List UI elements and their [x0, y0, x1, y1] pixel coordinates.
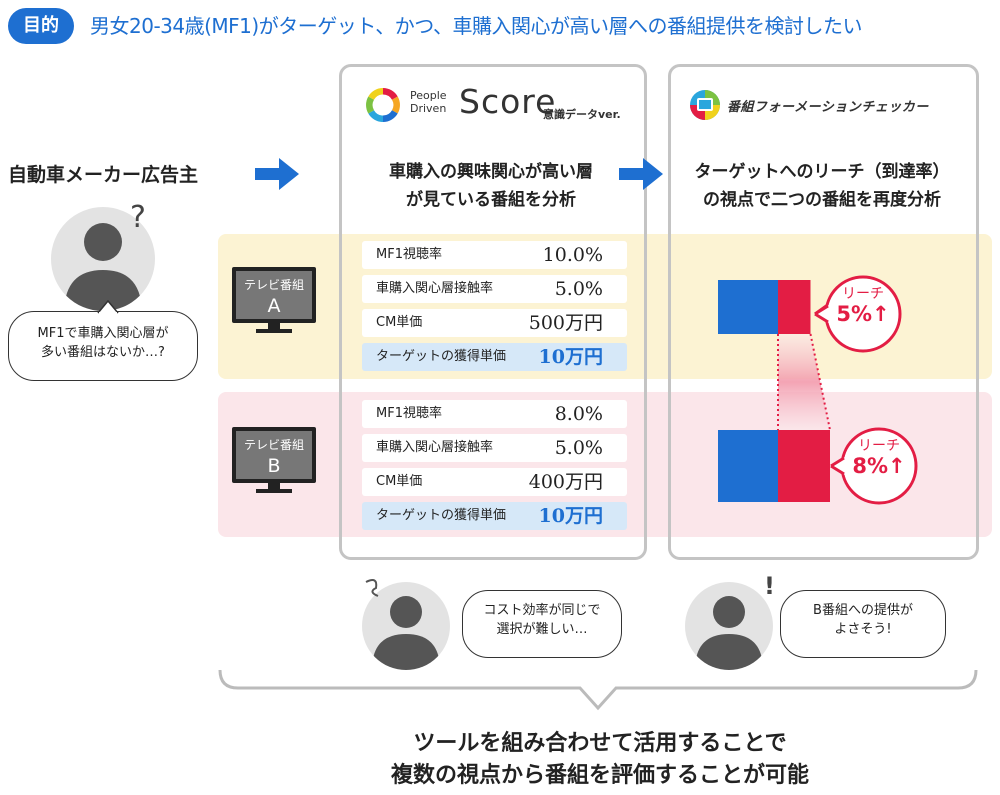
reach-b-label: リーチ: [858, 438, 900, 454]
summary-bracket: [218, 669, 978, 711]
reach-chart: [718, 280, 831, 502]
cost-bubble-line1: コスト効率が同じで: [483, 603, 601, 618]
metric-label: ターゲットの獲得単価: [376, 508, 507, 523]
metric-row: CM単価 500万円: [362, 309, 627, 337]
summary-text: ツールを組み合わせて活用することで 複数の視点から番組を評価することが可能: [250, 728, 950, 792]
reach-heading-line1: ターゲットへのリーチ（到達率）: [694, 162, 950, 182]
metric-label: MF1視聴率: [376, 247, 442, 262]
pds-heading-line1: 車購入の興味関心が高い層: [389, 162, 593, 182]
confused-person-icon: [362, 579, 450, 670]
target-cost-row: ターゲットの獲得単価 10万円: [362, 343, 627, 371]
cost-speech-bubble: コスト効率が同じで 選択が難しい…: [462, 590, 622, 658]
tv-b-letter: B: [267, 455, 281, 477]
metric-value: 10万円: [538, 346, 603, 368]
arrow-right-icon: [255, 158, 299, 190]
reach-a-value: 5%↑: [836, 302, 890, 326]
people-driven-text: People Driven: [410, 89, 447, 115]
recommend-bubble-line1: B番組への提供が: [813, 603, 913, 618]
reach-connector-line: [809, 333, 831, 431]
ishiki-data-version: 意識データver.: [543, 108, 621, 121]
pds-analysis-heading: 車購入の興味関心が高い層 が見ている番組を分析: [345, 158, 637, 214]
metric-value: 8.0%: [554, 403, 603, 425]
reach-bar-A: [778, 280, 811, 334]
pds-heading-line2: が見ている番組を分析: [406, 190, 576, 210]
formation-checker-name: 番組フォーメーションチェッカー: [727, 100, 929, 115]
advertiser-speech-bubble: MF1で車購入関心層が 多い番組はないか…?: [8, 311, 198, 381]
metric-value: 500万円: [528, 312, 603, 334]
metric-value: 5.0%: [554, 437, 603, 459]
cost-bubble-line2: 選択が難しい…: [496, 622, 588, 637]
metric-row: CM単価 400万円: [362, 468, 627, 496]
metric-value: 400万円: [528, 471, 603, 493]
reach-a-label: リーチ: [842, 286, 884, 302]
reach-analysis-heading: ターゲットへのリーチ（到達率） の視点で二つの番組を再度分析: [672, 158, 972, 214]
reach-base-bar-A: [718, 280, 778, 334]
formation-checker-panel: [668, 64, 979, 560]
metric-row: 車購入関心層接触率 5.0%: [362, 275, 627, 303]
advertiser-bubble-line2: 多い番組はないか…?: [41, 345, 165, 360]
tv-a-icon: [232, 267, 316, 333]
metric-row: MF1視聴率 10.0%: [362, 241, 627, 269]
advertiser-bubble-line1: MF1で車購入関心層が: [37, 326, 169, 341]
reach-b-bubble-shape: [830, 427, 918, 505]
tv-a-letter: A: [267, 295, 281, 317]
formation-checker-logo-icon: [690, 90, 720, 120]
tv-a-label: テレビ番組: [243, 278, 304, 292]
exclamation-mark: !: [764, 572, 775, 600]
summary-line1: ツールを組み合わせて活用することで: [413, 731, 787, 756]
satisfied-person-icon: [685, 582, 773, 670]
advertiser-label: 自動車メーカー広告主: [8, 164, 199, 186]
arrow-right-icon: [619, 158, 663, 190]
metric-value: 10.0%: [542, 244, 603, 266]
score-word: Score: [459, 82, 557, 121]
reach-a-bubble-shape: [814, 275, 902, 353]
recommend-speech-bubble: B番組への提供が よさそう!: [780, 590, 946, 658]
people-word: People: [410, 89, 447, 102]
bubble-tail: [97, 300, 119, 314]
metric-label: ターゲットの獲得単価: [376, 349, 507, 364]
question-mark: ?: [130, 200, 146, 235]
people-driven-score-panel: [339, 64, 647, 560]
advertiser-person-icon: [51, 207, 155, 311]
tv-b-icon: [232, 427, 316, 493]
recommend-bubble-line2: よさそう!: [834, 622, 892, 637]
metric-label: MF1視聴率: [376, 406, 442, 421]
reach-bar-B: [778, 430, 830, 502]
objective-text: 男女20-34歳(MF1)がターゲット、かつ、車購入関心が高い層への番組提供を検…: [90, 14, 863, 38]
objective-badge: 目的: [8, 8, 74, 44]
metric-value: 5.0%: [554, 278, 603, 300]
reach-connector: [778, 334, 830, 430]
metric-row: 車購入関心層接触率 5.0%: [362, 434, 627, 462]
metric-label: 車購入関心層接触率: [376, 440, 494, 455]
metric-label: CM単価: [376, 474, 423, 489]
metric-row: MF1視聴率 8.0%: [362, 400, 627, 428]
people-driven-score-logo-icon: [366, 88, 400, 122]
reach-b-value: 8%↑: [852, 454, 906, 478]
tv-b-label: テレビ番組: [243, 438, 304, 452]
reach-base-bar-B: [718, 430, 778, 502]
metric-label: 車購入関心層接触率: [376, 281, 494, 296]
reach-heading-line2: の視点で二つの番組を再度分析: [703, 190, 941, 210]
summary-line2: 複数の視点から番組を評価することが可能: [390, 763, 809, 788]
target-cost-row: ターゲットの獲得単価 10万円: [362, 502, 627, 530]
driven-word: Driven: [410, 102, 447, 115]
metric-value: 10万円: [538, 505, 603, 527]
metric-label: CM単価: [376, 315, 423, 330]
